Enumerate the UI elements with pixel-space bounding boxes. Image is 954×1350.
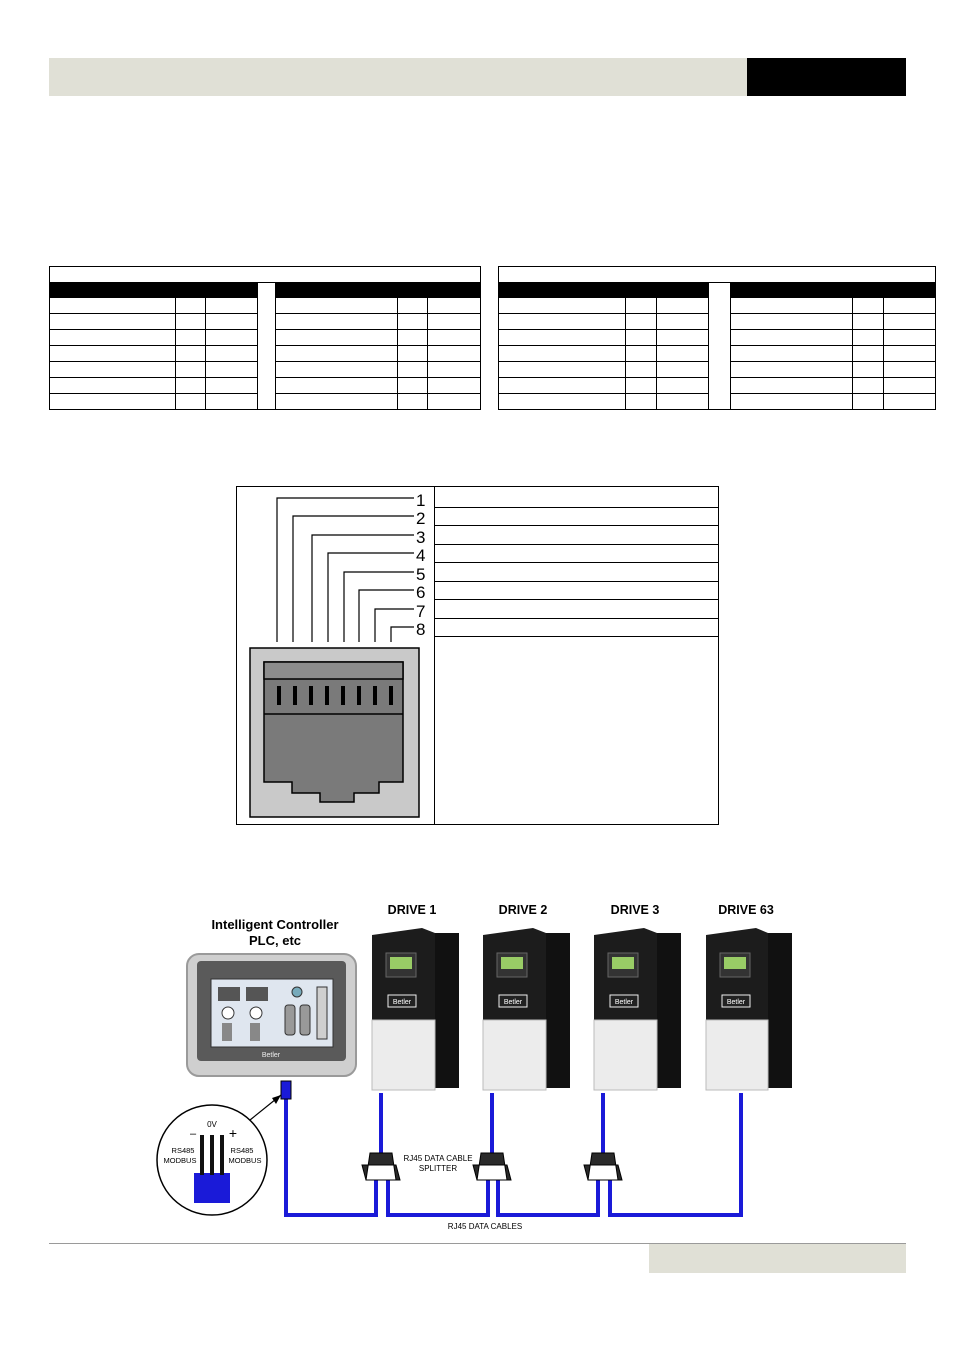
pin-leader-lines — [276, 497, 414, 642]
pin-number-3: 3 — [416, 528, 425, 547]
pin-number-1: 1 — [416, 491, 425, 510]
connector-minus: – — [190, 1128, 197, 1140]
connector-plus: + — [229, 1125, 237, 1141]
pin-number-4: 4 — [416, 546, 425, 565]
header-bar — [49, 58, 747, 96]
controller-label-line2: PLC, etc — [249, 933, 301, 948]
splitter-label-2: SPLITTER — [419, 1164, 457, 1173]
rj45-cables — [284, 1093, 743, 1217]
footer-box — [649, 1244, 906, 1273]
modbus-network-diagram: Intelligent Controller PLC, etc Betler D… — [156, 903, 792, 1231]
pin-table-right — [497, 266, 937, 410]
connector-0v: 0V — [207, 1120, 217, 1129]
connector-rs485-left-2: MODBUS — [164, 1156, 197, 1165]
drive-3-icon: Betler — [593, 928, 681, 1091]
controller-brand: Betler — [262, 1052, 281, 1059]
pin-table-left — [48, 266, 482, 410]
rj45-socket-icon — [249, 647, 420, 818]
drive-1-icon: Betler — [371, 928, 459, 1091]
splitter-label-1: RJ45 DATA CABLE — [403, 1154, 472, 1163]
pin-number-6: 6 — [416, 583, 425, 602]
connector-rs485-right-1: RS485 — [231, 1146, 254, 1155]
drive-1-brand: Betler — [393, 999, 412, 1006]
pin-number-5: 5 — [416, 565, 425, 584]
pin-number-7: 7 — [416, 602, 425, 621]
connector-rs485-right-2: MODBUS — [229, 1156, 262, 1165]
footer-line — [49, 1243, 906, 1244]
drive-label-1: DRIVE 1 — [388, 903, 437, 917]
cables-label: RJ45 DATA CABLES — [448, 1222, 522, 1231]
drive-63-icon: Betler — [705, 928, 792, 1091]
connector-detail-circle: – 0V + RS485 MODBUS RS485 MODBUS — [156, 1104, 268, 1216]
drive-label-2: DRIVE 2 — [499, 903, 548, 917]
pin-number-2: 2 — [416, 509, 425, 528]
drive-3-brand: Betler — [615, 999, 634, 1006]
hmi-controller-icon: Betler — [186, 953, 357, 1077]
pin-description-rows — [434, 507, 719, 637]
controller-plug-icon — [280, 1080, 292, 1100]
connector-rs485-left-1: RS485 — [172, 1146, 195, 1155]
header-black-box — [747, 58, 906, 96]
drive-2-icon: Betler — [482, 928, 570, 1091]
controller-label-line1: Intelligent Controller — [211, 917, 338, 932]
cable-splitters — [361, 1152, 623, 1181]
drive-2-brand: Betler — [504, 999, 523, 1006]
drive-label-3: DRIVE 3 — [611, 903, 660, 917]
pin-number-8: 8 — [416, 620, 425, 639]
drive-63-brand: Betler — [727, 999, 746, 1006]
rj45-pinout-diagram: 1 2 3 4 5 6 7 8 — [236, 486, 719, 825]
drive-label-63: DRIVE 63 — [718, 903, 774, 917]
